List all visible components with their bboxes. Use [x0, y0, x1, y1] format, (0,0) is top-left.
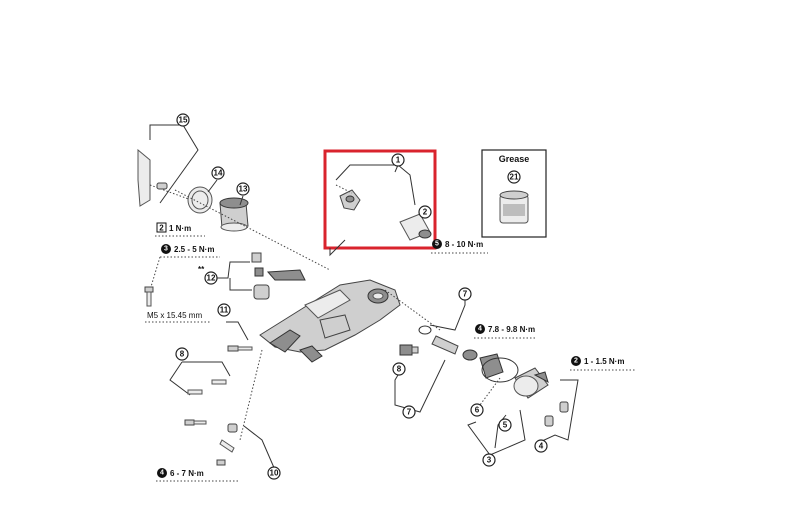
callout-8: 8: [392, 362, 406, 376]
svg-text:15: 15: [179, 116, 188, 125]
svg-text:6 - 7 N·m: 6 - 7 N·m: [170, 469, 204, 478]
callout-21: 21: [507, 170, 521, 184]
torque-label-5: 2 1 - 1.5 N·m: [570, 356, 636, 371]
svg-text:12: 12: [207, 274, 216, 283]
bolt-part: [144, 286, 154, 307]
svg-text:1: 1: [396, 156, 401, 165]
callout-14: 12: [204, 271, 218, 285]
svg-text:14: 14: [214, 169, 223, 178]
svg-text:1 N·m: 1 N·m: [169, 224, 191, 233]
screw-parts-11: [184, 379, 227, 426]
svg-text:7: 7: [407, 408, 412, 417]
torque-label-1: 2 1 N·m: [155, 222, 205, 237]
svg-text:2: 2: [574, 358, 578, 365]
svg-text:3: 3: [164, 246, 168, 253]
svg-text:7: 7: [463, 290, 468, 299]
screw-part-13: [227, 345, 253, 352]
svg-text:3: 3: [487, 456, 492, 465]
callout-16: 14: [211, 166, 225, 180]
callout-2: 2: [418, 205, 432, 219]
callout-12: 10: [267, 466, 281, 480]
torque-label-6: 4 6 - 7 N·m: [156, 468, 240, 482]
svg-text:Grease: Grease: [499, 154, 530, 164]
svg-text:8: 8: [180, 350, 185, 359]
svg-text:7.8 - 9.8 N·m: 7.8 - 9.8 N·m: [488, 325, 535, 334]
svg-text:4: 4: [478, 326, 482, 333]
svg-text:8 - 10 N·m: 8 - 10 N·m: [445, 240, 483, 249]
callout-1: 1: [391, 153, 405, 167]
svg-text:2.5 - 5 N·m: 2.5 - 5 N·m: [174, 245, 214, 254]
svg-text:13: 13: [239, 185, 248, 194]
svg-text:21: 21: [510, 173, 519, 182]
callout-4: 4: [534, 439, 548, 453]
bolt-spec-label: M5 x 15.45 mm: [147, 311, 202, 320]
svg-text:1 - 1.5 N·m: 1 - 1.5 N·m: [584, 357, 624, 366]
torque-label-2: 3 2.5 - 5 N·m: [149, 244, 220, 291]
spring-part-10: [418, 325, 478, 361]
callout-7: 7: [402, 405, 416, 419]
callout-11: 8: [175, 347, 189, 361]
svg-text:11: 11: [220, 306, 229, 315]
svg-text:8: 8: [397, 365, 402, 374]
small-clip-parts: [251, 252, 306, 300]
svg-text:2: 2: [159, 224, 164, 233]
svg-text:5: 5: [435, 241, 439, 248]
callout-17: 15: [176, 113, 190, 127]
svg-text:4: 4: [539, 442, 544, 451]
pivot-bolt-part-2: [399, 213, 432, 241]
svg-text:4: 4: [160, 470, 164, 477]
cage-plate-part: [137, 148, 206, 207]
torque-label-4: 4 7.8 - 9.8 N·m: [474, 324, 535, 339]
asterisk-note: **: [198, 265, 205, 274]
plate-part-8: [399, 344, 419, 356]
svg-text:6: 6: [475, 406, 480, 415]
torque-label-3: 5 8 - 10 N·m: [431, 239, 488, 254]
callout-13: 11: [217, 303, 231, 317]
svg-text:2: 2: [423, 208, 428, 217]
screw-part-12: [216, 423, 238, 466]
highlight-box: [323, 149, 437, 250]
callout-6: 6: [470, 403, 484, 417]
svg-text:5: 5: [503, 421, 508, 430]
callout-10: 7: [458, 287, 472, 301]
callout-5: 5: [498, 418, 512, 432]
main-body-part: [259, 279, 401, 363]
callout-3: 3: [482, 453, 496, 467]
svg-text:10: 10: [270, 469, 279, 478]
callout-15: 13: [236, 182, 250, 196]
link-part-1: [335, 184, 361, 211]
cage-assembly-parts: [479, 353, 569, 427]
grease-box: Grease: [481, 149, 547, 238]
